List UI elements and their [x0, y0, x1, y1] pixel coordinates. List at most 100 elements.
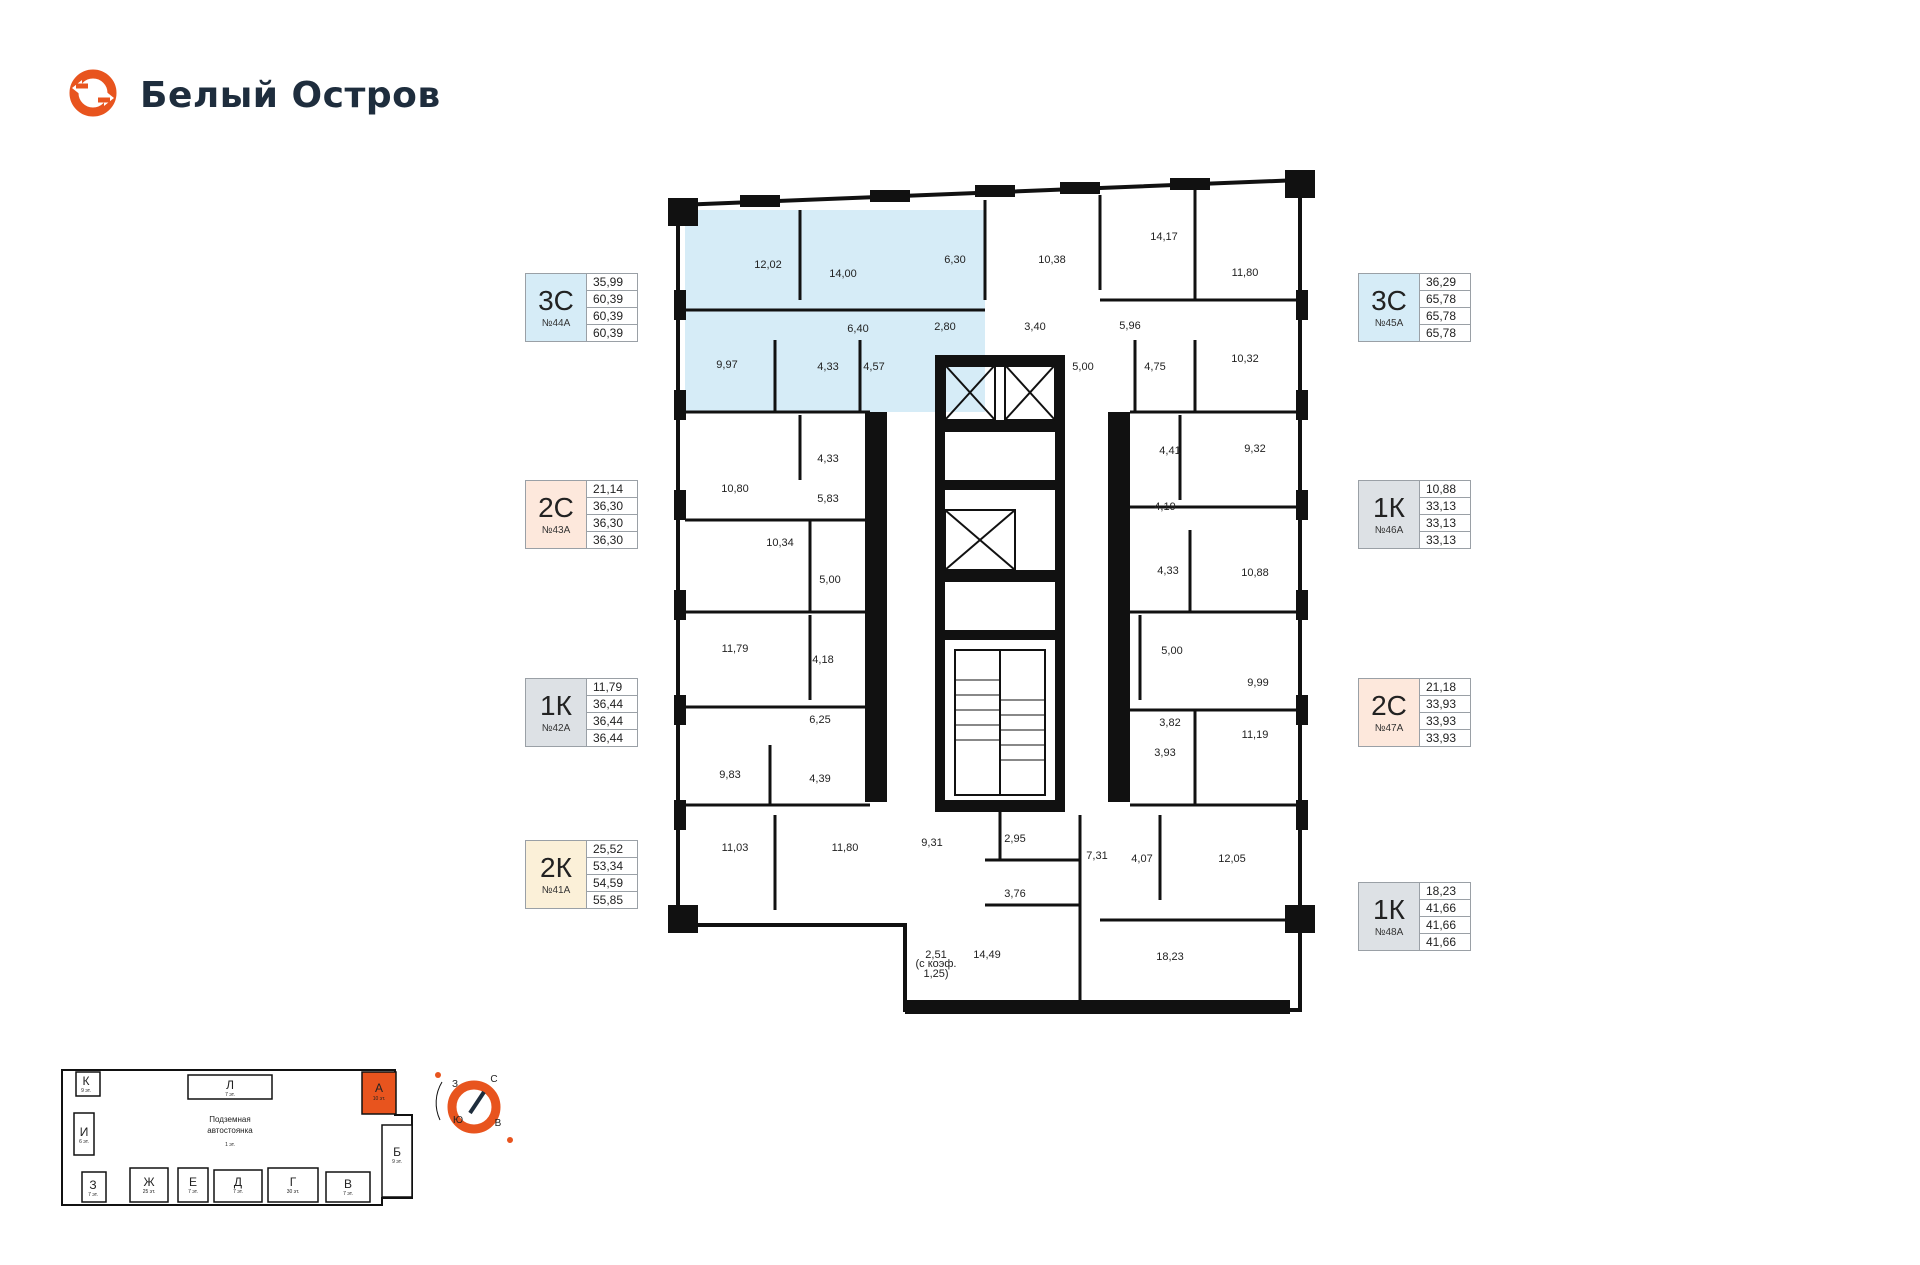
room-area-label: 18,23 — [1156, 951, 1184, 963]
section-label: З — [89, 1178, 96, 1192]
apartment-number: №48А — [1374, 927, 1404, 938]
apartment-area-value: 33,13 — [1420, 515, 1470, 532]
room-area-label: 10,80 — [721, 483, 749, 495]
section-floors: 6 эт. — [79, 1139, 89, 1145]
apartment-area-value: 36,44 — [593, 731, 624, 745]
room-area-label: 10,34 — [766, 537, 794, 549]
section-key-map: К Л А И Б З Ж Е Д Г В 9 эт. 7 эт. 10 эт.… — [61, 1069, 413, 1206]
brand-logo[interactable]: Белый Остров — [66, 66, 441, 125]
room-area-label: 3,76 — [1004, 888, 1025, 900]
compass-east-label: В — [495, 1118, 502, 1129]
room-area-label: 2,51 — [925, 949, 946, 961]
room-area-label: 4,75 — [1144, 361, 1165, 373]
apartment-area-value: 35,99 — [587, 274, 637, 291]
room-area-label: 9,97 — [716, 359, 737, 371]
apartment-area-value: 65,78 — [1420, 291, 1470, 308]
interior-walls — [685, 190, 1300, 1010]
balcony-coefficient-note: (с коэф. — [916, 958, 957, 970]
apartment-area-value: 36,29 — [1420, 274, 1470, 291]
section-label: Г — [290, 1175, 297, 1189]
apartment-number: №45А — [1374, 318, 1404, 329]
section-floors: 9 эт. — [392, 1159, 402, 1165]
apartment-area-value: 60,39 — [593, 326, 624, 340]
section-floors: 7 эт. — [88, 1192, 98, 1198]
room-area-label: 9,83 — [719, 769, 740, 781]
apartment-number: №47А — [1374, 723, 1404, 734]
room-area-label: 14,17 — [1150, 231, 1178, 243]
apartment-area-value: 60,39 — [587, 291, 637, 308]
room-area-label: 12,02 — [754, 259, 782, 271]
apartment-area-value: 55,85 — [593, 893, 624, 907]
section-floors: 25 эт. — [143, 1189, 156, 1195]
room-area-label: 10,88 — [1241, 567, 1269, 579]
room-area-label: 4,57 — [863, 361, 884, 373]
room-area-label: 3,93 — [1154, 747, 1175, 759]
parking-label: Подземная — [209, 1115, 250, 1124]
room-area-label: 6,40 — [847, 323, 868, 335]
apartment-number: №42А — [541, 723, 571, 734]
apartment-area-value: 36,44 — [587, 696, 637, 713]
compass-west-label: З — [452, 1079, 458, 1090]
apartment-area-value: 36,30 — [587, 498, 637, 515]
section-label: Д — [234, 1175, 242, 1189]
apartment-area-value: 41,66 — [1420, 917, 1470, 934]
apartment-area-value: 36,30 — [587, 515, 637, 532]
ring-logo-icon — [66, 66, 120, 125]
apartment-type: 2С — [538, 492, 574, 523]
apartment-area-value: 33,93 — [1426, 731, 1457, 745]
apartment-type: 2С — [1371, 690, 1407, 721]
section-floors: 7 эт. — [343, 1191, 353, 1197]
room-area-label: 11,03 — [722, 842, 749, 854]
section-a-highlight[interactable] — [361, 1071, 397, 1115]
apartment-area-value: 33,13 — [1420, 498, 1470, 515]
room-area-label: 9,31 — [921, 837, 942, 849]
apartment-type: 1К — [1373, 492, 1405, 523]
parking-label: автостоянка — [207, 1126, 253, 1135]
apartment-number: №46А — [1374, 525, 1404, 536]
section-floors: 7 эт. — [233, 1189, 243, 1195]
apartment-area-value: 36,44 — [587, 713, 637, 730]
apartment-type: 1К — [540, 690, 572, 721]
room-area-label: 6,30 — [944, 254, 965, 266]
section-label: Е — [189, 1175, 197, 1189]
section-floors: 10 эт. — [373, 1096, 386, 1102]
apartment-area-value: 53,34 — [587, 858, 637, 875]
apartment-type-cell: 1К №42А — [526, 679, 587, 746]
room-area-label: 11,19 — [1242, 729, 1269, 741]
room-area-label: 4,07 — [1131, 853, 1152, 865]
apartment-area-value: 41,66 — [1420, 900, 1470, 917]
apartment-type-cell: 2С №47А — [1359, 679, 1420, 746]
section-floors: 30 эт. — [287, 1189, 300, 1195]
room-area-label: 4,33 — [1157, 565, 1178, 577]
apartment-area-value: 21,14 — [587, 481, 637, 498]
apartment-type: 2К — [540, 852, 572, 883]
section-label: Ж — [143, 1175, 154, 1189]
apartment-area-value: 65,78 — [1426, 326, 1457, 340]
apartment-area-value: 21,18 — [1420, 679, 1470, 696]
section-floors: 7 эт. — [188, 1189, 198, 1195]
room-area-label: 6,25 — [809, 714, 830, 726]
room-area-label: 9,32 — [1244, 443, 1265, 455]
section-label: Л — [226, 1078, 234, 1092]
room-area-label: 10,38 — [1038, 254, 1066, 266]
balcony-coefficient-value: 1,25) — [923, 968, 948, 980]
room-area-label: 3,82 — [1159, 717, 1180, 729]
apartment-area-value: 36,30 — [593, 533, 624, 547]
section-label: К — [83, 1074, 90, 1088]
apartment-area-value: 54,59 — [587, 875, 637, 892]
apartment-type-cell: 1К №46А — [1359, 481, 1420, 548]
room-area-label: 4,33 — [817, 453, 838, 465]
wall-blocks — [668, 170, 1315, 1014]
room-area-label: 4,33 — [817, 361, 838, 373]
